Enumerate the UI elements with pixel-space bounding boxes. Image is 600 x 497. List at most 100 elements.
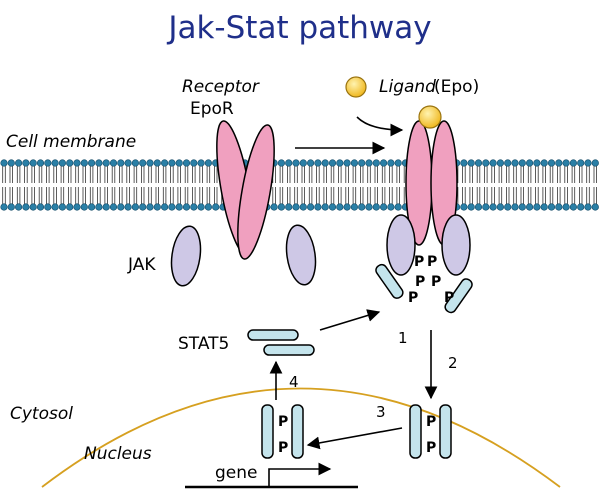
lipid-head [307, 159, 315, 167]
epor-label: EpoR [190, 99, 234, 119]
lipid-head [292, 203, 300, 211]
lipid-head [584, 203, 592, 211]
cytosol-label: Cytosol [10, 404, 73, 424]
lipid-head [270, 203, 278, 211]
step-3-arrow [306, 427, 403, 450]
lipid-head [175, 203, 183, 211]
transcription-arrow [268, 462, 332, 487]
lipid-head [336, 203, 344, 211]
lipid-head [66, 203, 74, 211]
lipid-head [336, 159, 344, 167]
lipid-head [277, 203, 286, 211]
lipid-head [7, 203, 15, 211]
jak-right [285, 224, 317, 286]
lipid-head [182, 159, 191, 167]
page-title: Jak-Stat pathway [166, 10, 431, 46]
lipid-head [511, 203, 519, 211]
lipid-head [212, 203, 220, 211]
ligand-binding-arrow [356, 116, 404, 137]
phospho-5: P [408, 290, 418, 306]
gene-label: gene [215, 463, 257, 483]
lipid-head [504, 159, 512, 167]
phospho-6: P [444, 290, 454, 306]
lipid-head [109, 203, 118, 211]
lipid-head [197, 203, 205, 211]
dimer-nucleus-right [291, 404, 304, 459]
lipid-head [562, 203, 570, 211]
lipid-head [533, 203, 541, 211]
lipid-head [44, 159, 52, 167]
lipid-head [314, 203, 322, 211]
lipid-head [577, 203, 585, 211]
nucleus-label: Nucleus [84, 444, 152, 464]
lipid-head [372, 159, 380, 167]
lipid-head [95, 203, 103, 211]
lipid-head [168, 203, 176, 211]
lipid-head [525, 159, 534, 167]
lipid-head [358, 159, 366, 167]
cell-membrane [0, 159, 599, 211]
dimer-nucleus-left [261, 404, 274, 459]
jak-label: JAK [127, 255, 156, 275]
lipid-head [161, 203, 169, 211]
lipid-head [131, 203, 139, 211]
lipid-head [0, 159, 8, 167]
lipid-head [591, 159, 599, 167]
docked-stat-left [375, 263, 404, 299]
lipid-head [204, 203, 212, 211]
lipid-head [175, 159, 183, 167]
lipid-head [555, 159, 563, 167]
lipid-head [358, 203, 366, 211]
lipid-head [190, 159, 198, 167]
lipid-head [277, 159, 286, 167]
lipid-head [540, 203, 548, 211]
lipid-head [168, 159, 176, 167]
lipid-head [482, 159, 490, 167]
lipid-head [36, 159, 45, 167]
docked-stat-right [444, 278, 473, 314]
lipid-head [58, 159, 67, 167]
stat5-dimer-cytosol: P P [409, 404, 452, 459]
lipid-head [124, 159, 132, 167]
dimer-cytosol-left [409, 404, 422, 459]
lipid-head [299, 203, 307, 211]
lipid-head [321, 159, 329, 167]
lipid-head [190, 203, 198, 211]
lipid-head [146, 203, 154, 211]
bound-ligand [418, 105, 442, 129]
lipid-head [394, 203, 402, 211]
lipid-head [547, 159, 556, 167]
lipid-head [343, 159, 351, 167]
receptor-epor-active [405, 120, 458, 246]
lipid-head [22, 159, 30, 167]
lipid-head [285, 159, 293, 167]
lipid-head [204, 159, 212, 167]
dimer-cytosol-p2: P [426, 440, 436, 456]
lipid-head [80, 203, 88, 211]
stat5-monomer-1 [247, 329, 299, 341]
lipid-head [95, 159, 103, 167]
lipid-head [365, 159, 373, 167]
lipid-head [525, 203, 534, 211]
lipid-head [0, 203, 8, 211]
lipid-head [496, 159, 505, 167]
lipid-head [29, 159, 37, 167]
step-2-label: 2 [448, 354, 458, 372]
lipid-head [474, 203, 483, 211]
lipid-head [153, 159, 161, 167]
cell-membrane-label: Cell membrane [6, 132, 136, 152]
dimer-nucleus-p1: P [278, 414, 288, 430]
lipid-head [80, 159, 88, 167]
stat5-dimer-nucleus: P P [261, 404, 304, 459]
lipid-head [117, 159, 125, 167]
stat5-label: STAT5 [178, 334, 229, 354]
lipid-head [15, 203, 23, 211]
lipid-head [73, 203, 81, 211]
lipid-head [29, 203, 37, 211]
lipid-head [51, 203, 59, 211]
lipid-head [153, 203, 161, 211]
lipid-head [58, 203, 67, 211]
lipid-head [102, 159, 110, 167]
receptor-label: Receptor [182, 77, 260, 97]
